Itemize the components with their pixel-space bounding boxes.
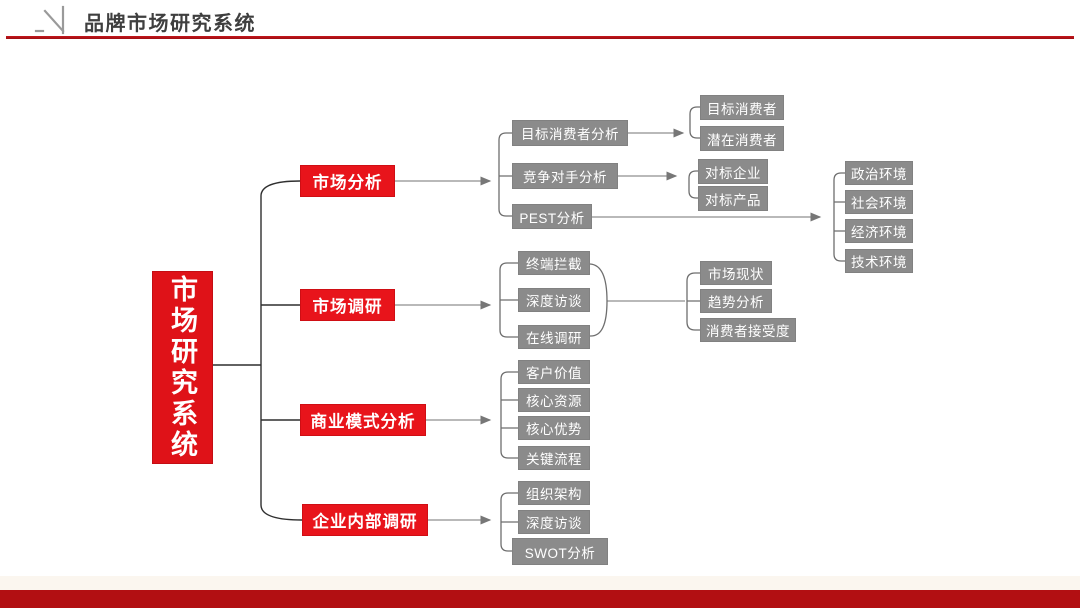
leaf-target-consumer-analysis: 目标消费者分析 (512, 120, 628, 146)
leaf-key-processes: 关键流程 (518, 446, 590, 470)
branch-market-research: 市场调研 (300, 289, 395, 321)
branch-market-analysis: 市场分析 (300, 165, 395, 197)
leaf-competitor-analysis: 竞争对手分析 (512, 163, 618, 189)
leaf-consumer-acceptance: 消费者接受度 (700, 318, 796, 342)
leaf-trend-analysis: 趋势分析 (700, 289, 772, 313)
leaf-online-survey: 在线调研 (518, 325, 590, 349)
leaf-social-environment: 社会环境 (845, 190, 913, 214)
leaf-swot-analysis: SWOT分析 (512, 538, 608, 565)
leaf-potential-consumers: 潜在消费者 (700, 126, 784, 151)
leaf-benchmark-product: 对标产品 (698, 186, 768, 211)
leaf-depth-interview: 深度访谈 (518, 288, 590, 312)
header-divider-line (6, 36, 1074, 39)
leaf-core-resources: 核心资源 (518, 388, 590, 412)
leaf-depth-interview-internal: 深度访谈 (518, 510, 590, 534)
trunk-connectors (212, 180, 303, 521)
branch-internal-research: 企业内部调研 (302, 504, 428, 536)
branch-business-model-analysis: 商业模式分析 (300, 404, 426, 436)
leaf-tech-environment: 技术环境 (845, 249, 913, 273)
leaf-target-consumers: 目标消费者 (700, 95, 784, 120)
page-title: 品牌市场研究系统 (84, 13, 256, 35)
leaf-market-status: 市场现状 (700, 261, 772, 285)
root-node-market-research-system: 市场研究系统 (152, 271, 213, 464)
leaf-terminal-intercept: 终端拦截 (518, 251, 590, 275)
leaf-org-structure: 组织架构 (518, 481, 590, 505)
leaf-customer-value: 客户价值 (518, 360, 590, 384)
leaf-economic-environment: 经济环境 (845, 219, 913, 243)
leaf-benchmark-company: 对标企业 (698, 159, 768, 184)
footer-cream-band (0, 576, 1080, 590)
leaf-core-advantages: 核心优势 (518, 416, 590, 440)
leaf-pest-analysis: PEST分析 (512, 204, 592, 229)
brand-logo-icon (34, 5, 65, 35)
footer-red-bar (0, 590, 1080, 608)
leaf-political-environment: 政治环境 (845, 161, 913, 185)
